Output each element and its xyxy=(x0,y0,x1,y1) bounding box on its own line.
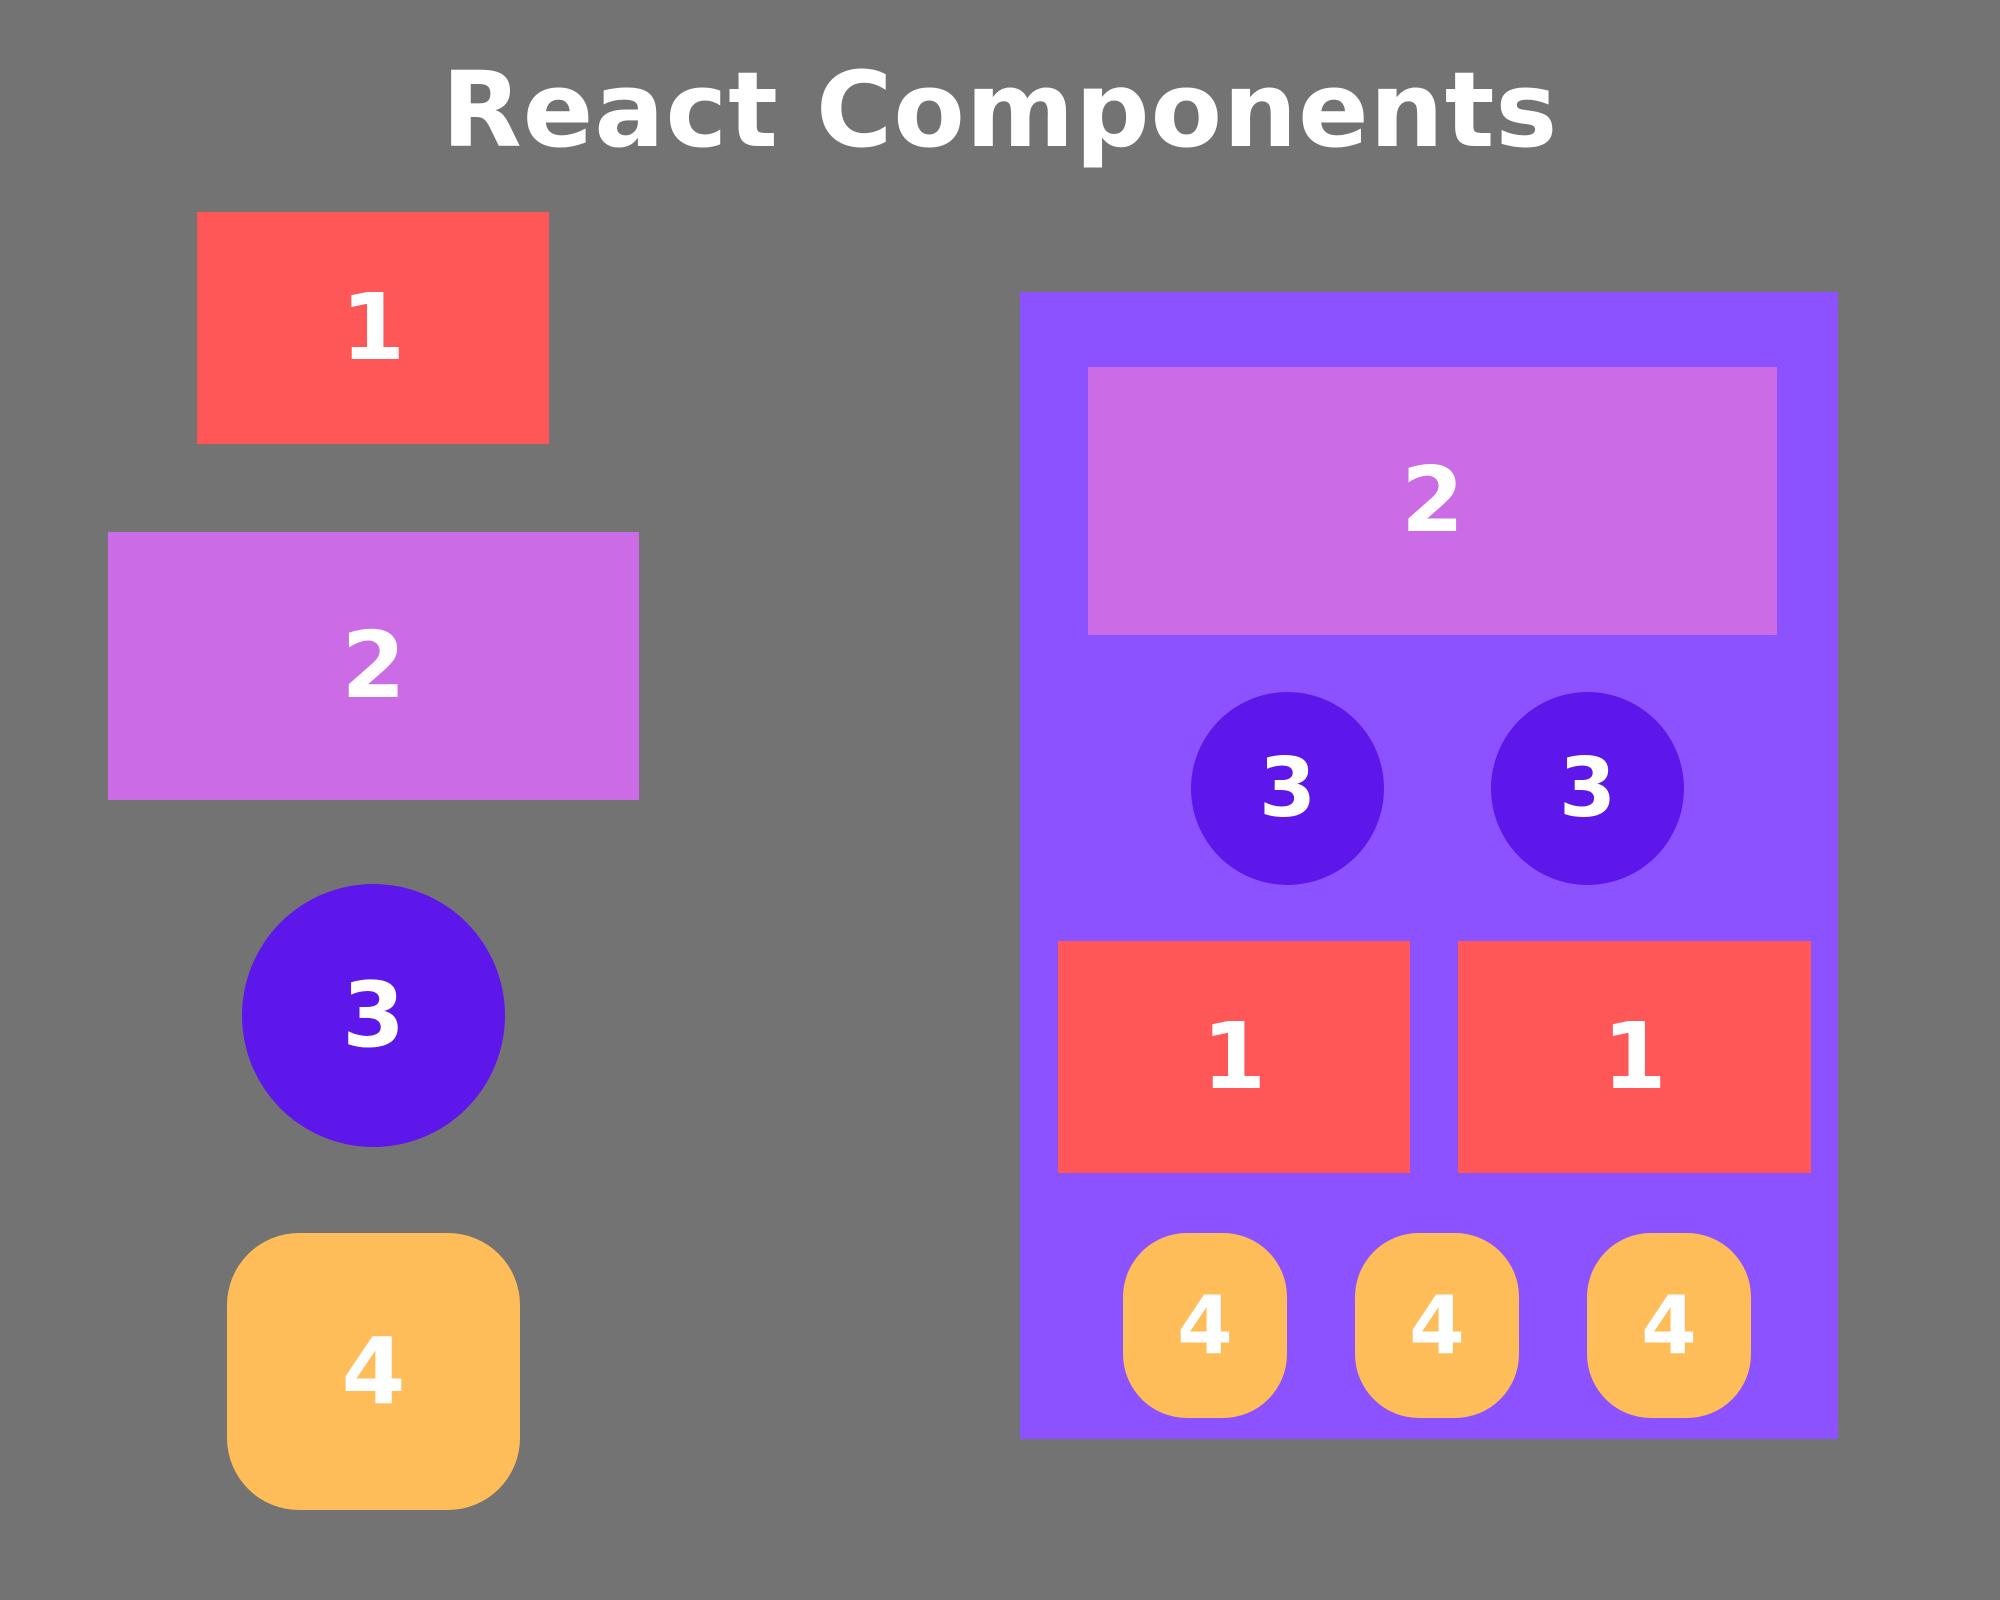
component-1-label: 1 xyxy=(340,274,405,381)
component-1-block: 1 xyxy=(197,212,549,444)
component-3-circle: 3 xyxy=(242,884,505,1147)
app-component-1-left-label: 1 xyxy=(1201,1003,1266,1110)
component-4-label: 4 xyxy=(341,1317,406,1425)
app-component-4-left-label: 4 xyxy=(1177,1278,1233,1372)
component-3-label: 3 xyxy=(342,962,405,1068)
app-component-2-label: 2 xyxy=(1401,448,1464,553)
diagram-title: React Components xyxy=(441,49,1559,171)
component-2-label: 2 xyxy=(341,612,406,719)
app-component-4-middle-label: 4 xyxy=(1409,1278,1465,1372)
component-4-rounded-block: 4 xyxy=(227,1233,520,1510)
app-component-1-left: 1 xyxy=(1058,941,1410,1173)
app-component-4-right: 4 xyxy=(1587,1233,1751,1418)
composed-app-container: 2 3 3 1 1 4 4 4 xyxy=(1020,292,1838,1439)
app-component-3-right-label: 3 xyxy=(1558,740,1617,836)
app-component-3-right: 3 xyxy=(1491,692,1684,885)
app-component-3-left-label: 3 xyxy=(1258,740,1317,836)
component-2-block: 2 xyxy=(108,532,639,800)
app-component-4-left: 4 xyxy=(1123,1233,1287,1418)
app-component-2: 2 xyxy=(1088,367,1777,635)
app-component-4-middle: 4 xyxy=(1355,1233,1519,1418)
app-component-1-right-label: 1 xyxy=(1602,1003,1667,1110)
app-component-1-right: 1 xyxy=(1458,941,1811,1173)
app-component-3-left: 3 xyxy=(1191,692,1384,885)
app-component-4-right-label: 4 xyxy=(1641,1278,1697,1372)
